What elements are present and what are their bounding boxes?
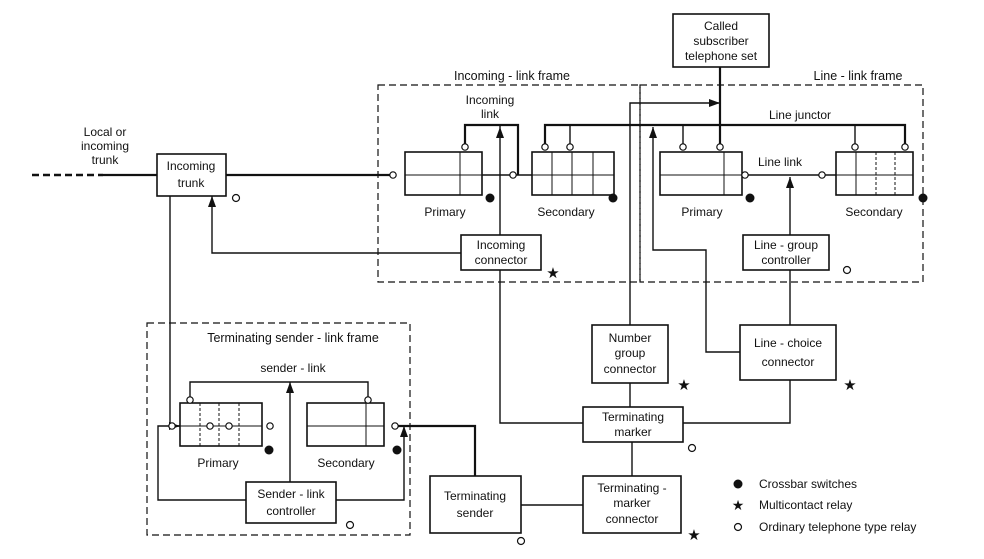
sender-secondary-out	[395, 424, 477, 476]
arrow-to-subscriber	[709, 99, 720, 107]
svg-text:trunk: trunk	[178, 176, 206, 190]
svg-text:controller: controller	[266, 504, 315, 518]
line-junctor-label: Line junctor	[769, 108, 831, 122]
svg-text:Called: Called	[704, 19, 738, 33]
svg-text:sender: sender	[457, 506, 494, 520]
connector-to-marker-line	[499, 270, 583, 424]
line-junctor-path	[543, 123, 907, 150]
legend-ordinary: Ordinary telephone type relay	[759, 520, 916, 534]
trunk-to-sender-line	[169, 196, 180, 427]
svg-text:connector: connector	[604, 362, 657, 376]
svg-text:controller: controller	[761, 253, 810, 267]
incoming-primary-label: Primary	[424, 205, 465, 219]
svg-text:★: ★	[546, 265, 559, 282]
svg-text:Incoming: Incoming	[167, 159, 216, 173]
svg-text:Line - group: Line - group	[754, 238, 818, 252]
svg-text:group: group	[615, 346, 646, 360]
multicontact-stars: ★ ★ ★ ★	[546, 265, 856, 544]
ordinary-relay-legend-icon	[733, 522, 743, 532]
connector-to-trunk-line	[211, 196, 461, 254]
svg-text:marker: marker	[614, 425, 651, 439]
sender-primary-switch	[179, 402, 263, 447]
sender-link-frame	[146, 322, 411, 536]
trunk-label-3: trunk	[92, 153, 120, 167]
crossbar-legend-icon	[733, 479, 743, 489]
sender-link-path	[189, 381, 369, 403]
svg-text:marker: marker	[613, 496, 650, 510]
ordinary-relay-circles	[231, 193, 852, 546]
svg-text:Terminating: Terminating	[444, 489, 506, 503]
sender-link-label: sender - link	[260, 361, 326, 375]
svg-text:★: ★	[843, 377, 856, 394]
line-link-label: Line link	[758, 155, 803, 169]
terminating-marker-connector-box: Terminating - marker connector	[582, 475, 682, 534]
svg-text:Sender - link: Sender - link	[257, 487, 325, 501]
svg-text:Line - choice: Line - choice	[754, 336, 822, 350]
line-secondary-label: Secondary	[845, 205, 902, 219]
svg-text:subscriber: subscriber	[693, 34, 748, 48]
incoming-secondary-switch	[531, 151, 615, 196]
arrow-to-trunk	[208, 196, 216, 207]
svg-text:Terminating -: Terminating -	[597, 481, 666, 495]
line-primary-switch	[659, 151, 743, 196]
sender-link-controller-box: Sender - link controller	[245, 481, 337, 524]
called-subscriber-box: Called subscriber telephone set	[672, 13, 770, 68]
arrow-up-sender-link	[286, 382, 294, 393]
svg-text:Number: Number	[609, 331, 652, 345]
line-primary-label: Primary	[681, 205, 722, 219]
svg-text:telephone set: telephone set	[685, 49, 758, 63]
sender-secondary-switch	[306, 402, 385, 447]
svg-text:Incoming: Incoming	[477, 238, 526, 252]
incoming-trunk-box: Incoming trunk	[156, 153, 227, 197]
sender-primary-label: Primary	[197, 456, 238, 470]
legend-crossbar: Crossbar switches	[759, 477, 857, 491]
multicontact-legend-icon: ★	[732, 497, 745, 513]
incoming-link-frame-label: Incoming - link frame	[454, 69, 570, 83]
number-group-line	[629, 102, 720, 325]
svg-text:Terminating: Terminating	[602, 410, 664, 424]
legend: Crossbar switches ★ Multicontact relay O…	[732, 477, 917, 534]
arrow-up-link	[496, 127, 504, 138]
line-link-frame-label: Line - link frame	[814, 69, 903, 83]
arrow-to-secondary	[400, 426, 408, 437]
svg-text:★: ★	[687, 527, 700, 544]
line-choice-line	[652, 127, 740, 353]
line-secondary-switch	[835, 151, 914, 196]
choice-to-marker-line	[683, 380, 791, 424]
incoming-connector-box: Incoming connector	[460, 234, 542, 271]
terminating-marker-box: Terminating marker	[582, 406, 684, 443]
svg-text:connector: connector	[606, 512, 659, 526]
sender-secondary-label: Secondary	[317, 456, 374, 470]
svg-text:connector: connector	[475, 253, 528, 267]
line-group-controller-box: Line - group controller	[742, 234, 830, 271]
arrow-up-line-link	[786, 177, 794, 188]
svg-text:connector: connector	[762, 355, 815, 369]
trunk-label-1: Local or	[84, 125, 127, 139]
incoming-primary-switch	[404, 151, 483, 196]
incoming-link-label-1: Incoming	[466, 93, 515, 107]
arrow-up-junctor	[649, 127, 657, 138]
incoming-secondary-label: Secondary	[537, 205, 594, 219]
svg-text:★: ★	[677, 377, 690, 394]
contact-circles	[168, 143, 909, 430]
incoming-link-path	[463, 123, 520, 175]
trunk-label-2: incoming	[81, 139, 129, 153]
line-link-frame	[639, 84, 924, 283]
number-group-connector-box: Number group connector	[591, 324, 669, 384]
sender-link-frame-label: Terminating sender - link frame	[207, 331, 379, 345]
terminating-sender-box: Terminating sender	[429, 475, 522, 534]
incoming-link-label-2: link	[481, 107, 500, 121]
crossbar-dots	[264, 193, 928, 455]
incoming-link-frame	[377, 84, 641, 283]
controller-to-secondary-line	[336, 426, 405, 501]
legend-multicontact: Multicontact relay	[759, 498, 852, 512]
line-choice-connector-box: Line - choice connector	[739, 324, 837, 381]
